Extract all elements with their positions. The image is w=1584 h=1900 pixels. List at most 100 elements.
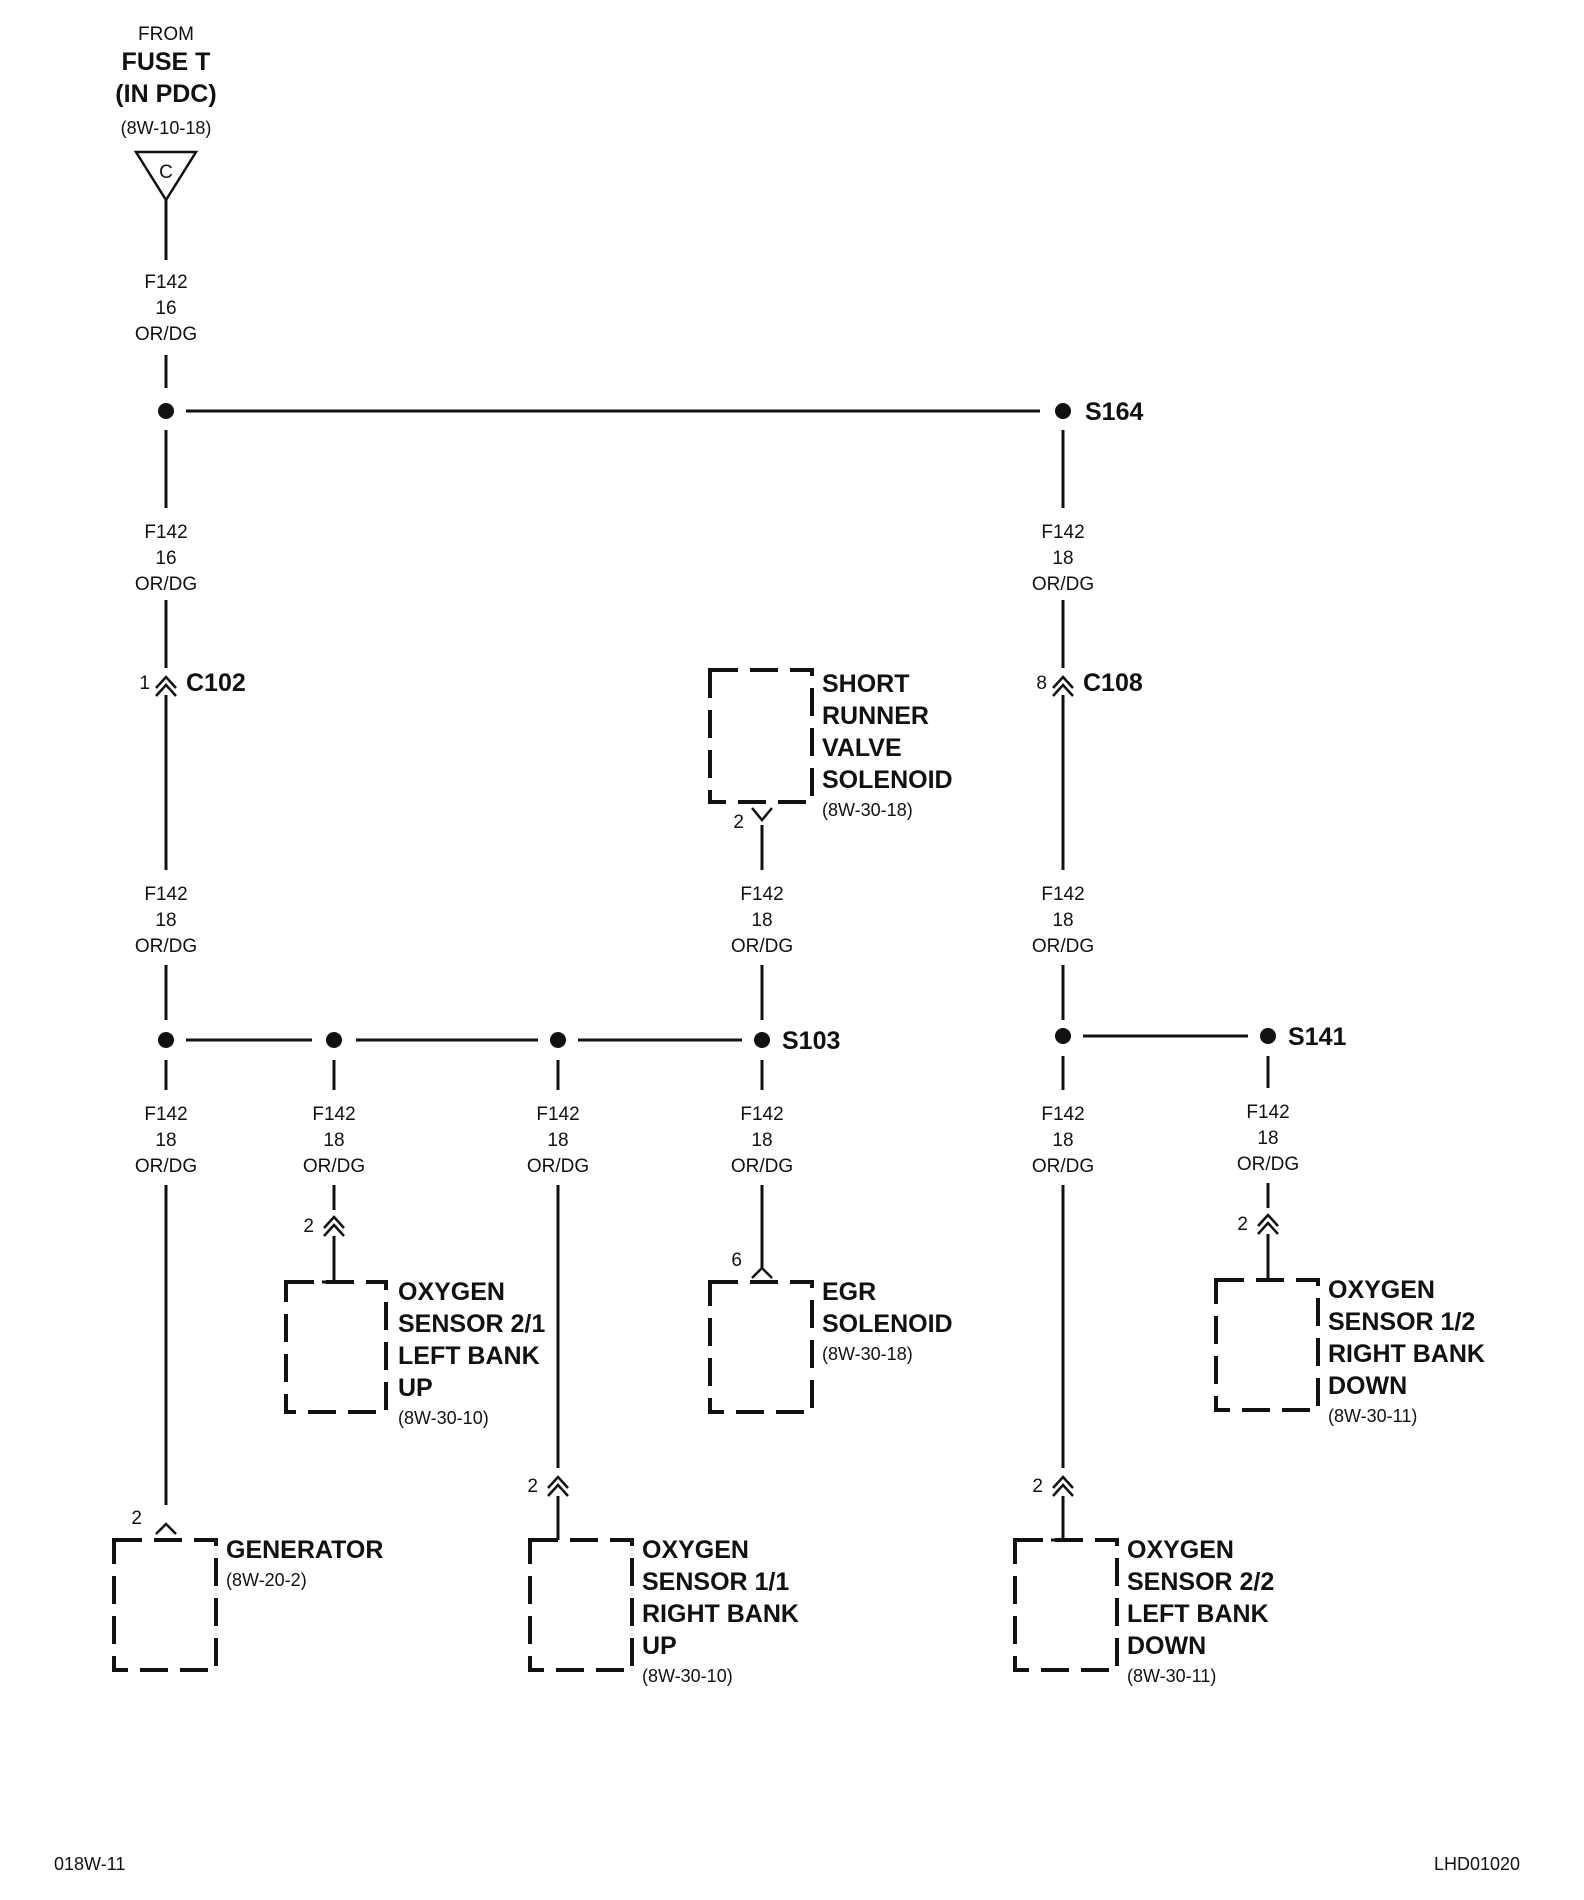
component-name-line: SENSOR 2/2 <box>1127 1568 1274 1596</box>
component-short-runner-valve-solenoid: 2 SHORT RUNNER VALVE SOLENOID (8W-30-18) <box>708 668 953 833</box>
wire-circuit-label: F142 <box>144 272 187 293</box>
splice-dot-s141 <box>1260 1028 1276 1044</box>
double-chevron-icon <box>1257 1213 1279 1235</box>
component-name-line: VALVE <box>822 734 902 762</box>
wire-color-label: OR/DG <box>135 1156 197 1177</box>
wire-gauge-label: 18 <box>1257 1128 1278 1149</box>
splice-label-s141: S141 <box>1288 1023 1346 1051</box>
component-name-line: LEFT BANK <box>398 1342 540 1370</box>
wire-circuit-label: F142 <box>1041 522 1084 543</box>
component-name-line: OXYGEN <box>398 1278 505 1306</box>
connector-c108: 8 C108 <box>1036 669 1142 697</box>
component-pin: 2 <box>131 1508 142 1529</box>
component-pin: 2 <box>1032 1476 1043 1497</box>
wire-gauge-label: 18 <box>155 910 176 931</box>
connector-c102: 1 C102 <box>139 669 245 697</box>
wire-color-label: OR/DG <box>135 936 197 957</box>
wire-gauge-label: 18 <box>155 1130 176 1151</box>
wire-gauge-label: 18 <box>1052 1130 1073 1151</box>
wire-circuit-label: F142 <box>144 1104 187 1125</box>
wire-label-o2-12: F142 18 OR/DG <box>1237 1102 1299 1175</box>
wire-label-right-mid: F142 18 OR/DG <box>1032 884 1094 957</box>
wire-color-label: OR/DG <box>731 936 793 957</box>
splice-dot <box>158 1032 174 1048</box>
component-name-line: UP <box>398 1374 433 1402</box>
double-chevron-icon <box>323 1215 345 1237</box>
wire-label-left-mid: F142 18 OR/DG <box>135 884 197 957</box>
wire-color-label: OR/DG <box>303 1156 365 1177</box>
wire-gauge-label: 16 <box>155 548 176 569</box>
component-pin: 2 <box>303 1216 314 1237</box>
wire-label-top: F142 16 OR/DG <box>135 272 197 345</box>
component-name-line: RIGHT BANK <box>642 1600 799 1628</box>
source-location-label: (IN PDC) <box>115 80 216 108</box>
component-ref: (8W-30-10) <box>398 1408 489 1428</box>
component-name-line: OXYGEN <box>642 1536 749 1564</box>
wire-gauge-label: 16 <box>155 298 176 319</box>
splice-dot-s164 <box>1055 403 1071 419</box>
fuse-connector-letter: C <box>159 162 173 183</box>
wire-gauge-label: 18 <box>751 1130 772 1151</box>
female-terminal-icon <box>751 1266 773 1279</box>
component-name-line: RIGHT BANK <box>1328 1340 1485 1368</box>
wire-circuit-label: F142 <box>312 1104 355 1125</box>
wire-label-o2-21: F142 18 OR/DG <box>303 1104 365 1177</box>
wire-gauge-label: 18 <box>1052 548 1073 569</box>
female-terminal-icon <box>155 1522 177 1535</box>
component-pin: 6 <box>731 1250 742 1271</box>
wire-color-label: OR/DG <box>527 1156 589 1177</box>
wire-label-generator: F142 18 OR/DG <box>135 1104 197 1177</box>
component-ref: (8W-30-11) <box>1328 1406 1417 1426</box>
source-ref-label: (8W-10-18) <box>121 118 212 138</box>
component-name-line: DOWN <box>1127 1632 1206 1660</box>
wire-label-egr: F142 18 OR/DG <box>731 1104 793 1177</box>
splice-label-s103: S103 <box>782 1027 840 1055</box>
component-oxygen-sensor-2-1: 2 OXYGEN SENSOR 2/1 LEFT BANK UP (8W-30-… <box>284 1215 545 1428</box>
splice-dot <box>158 403 174 419</box>
wire-circuit-label: F142 <box>536 1104 579 1125</box>
component-name-line: SENSOR 2/1 <box>398 1310 545 1338</box>
wire-color-label: OR/DG <box>1237 1154 1299 1175</box>
female-terminal-icon <box>751 807 773 822</box>
component-pin: 2 <box>733 812 744 833</box>
component-oxygen-sensor-2-2: 2 OXYGEN SENSOR 2/2 LEFT BANK DOWN (8W-3… <box>1013 1475 1274 1686</box>
component-pin: 2 <box>527 1476 538 1497</box>
fuse-source: FROM FUSE T (IN PDC) (8W-10-18) C <box>115 24 217 203</box>
component-name-line: DOWN <box>1328 1372 1407 1400</box>
connector-pin: 8 <box>1036 673 1047 694</box>
component-name-line: SHORT <box>822 670 910 698</box>
splice-dot <box>1055 1028 1071 1044</box>
component-name-line: OXYGEN <box>1328 1276 1435 1304</box>
splice-dot <box>550 1032 566 1048</box>
wire-color-label: OR/DG <box>731 1156 793 1177</box>
component-box <box>528 1538 634 1672</box>
component-name-line: OXYGEN <box>1127 1536 1234 1564</box>
wire-gauge-label: 18 <box>323 1130 344 1151</box>
component-oxygen-sensor-1-2: 2 OXYGEN SENSOR 1/2 RIGHT BANK DOWN (8W-… <box>1214 1213 1485 1426</box>
splice-dot <box>326 1032 342 1048</box>
fuse-connector-triangle-icon <box>133 150 199 203</box>
component-name-line: LEFT BANK <box>1127 1600 1269 1628</box>
wire-circuit-label: F142 <box>740 884 783 905</box>
double-chevron-icon <box>1052 675 1074 697</box>
wires <box>164 200 1270 1540</box>
double-chevron-icon <box>1052 1475 1074 1497</box>
component-generator: 2 GENERATOR (8W-20-2) <box>112 1508 383 1672</box>
wire-label-right-upper: F142 18 OR/DG <box>1032 522 1094 595</box>
component-box <box>708 1280 814 1414</box>
component-egr-solenoid: 6 EGR SOLENOID (8W-30-18) <box>708 1250 953 1414</box>
source-from-label: FROM <box>138 24 194 45</box>
wire-color-label: OR/DG <box>1032 574 1094 595</box>
wire-color-label: OR/DG <box>1032 1156 1094 1177</box>
component-box <box>708 668 814 804</box>
wire-label-left-upper: F142 16 OR/DG <box>135 522 197 595</box>
component-name-line: SENSOR 1/1 <box>642 1568 789 1596</box>
component-name-line: SOLENOID <box>822 766 953 794</box>
wire-circuit-label: F142 <box>1246 1102 1289 1123</box>
connector-name: C108 <box>1083 669 1143 697</box>
component-name-line: RUNNER <box>822 702 929 730</box>
component-box <box>284 1280 388 1414</box>
wire-color-label: OR/DG <box>135 574 197 595</box>
component-name-line: EGR <box>822 1278 876 1306</box>
wire-circuit-label: F142 <box>1041 884 1084 905</box>
